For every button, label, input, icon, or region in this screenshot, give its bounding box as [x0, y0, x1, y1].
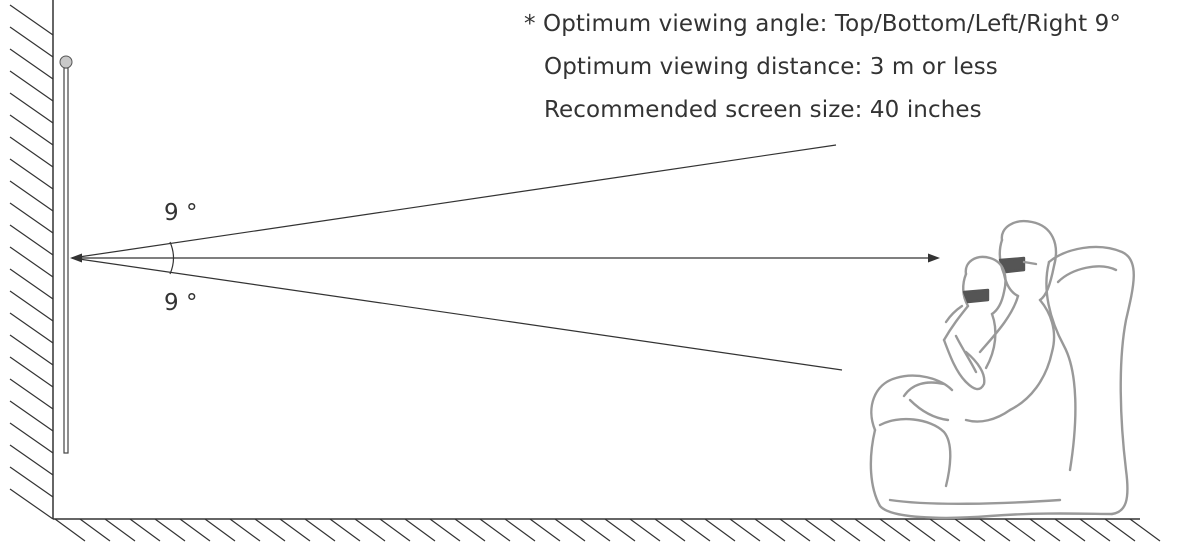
wall-hatch-stroke	[9, 114, 54, 146]
left-arrowhead	[70, 253, 82, 263]
floor-hatch-stroke	[429, 518, 461, 542]
floor-hatch-stroke	[1079, 518, 1111, 542]
note-screen-size: Recommended screen size: 40 inches	[544, 97, 982, 123]
floor-hatch-stroke	[104, 518, 136, 542]
floor-hatch-stroke	[654, 518, 686, 542]
floor-hatch-stroke	[754, 518, 786, 542]
floor-hatching	[54, 518, 1161, 542]
wall-hatch-stroke	[9, 488, 54, 520]
wall-hatch-stroke	[9, 378, 54, 410]
wall-hatch-stroke	[9, 334, 54, 366]
floor-hatch-stroke	[354, 518, 386, 542]
floor-hatch-stroke	[979, 518, 1011, 542]
floor-hatch-stroke	[954, 518, 986, 542]
floor-hatch-stroke	[829, 518, 861, 542]
floor-hatch-stroke	[379, 518, 411, 542]
right-arrowhead	[928, 253, 940, 263]
wall-hatch-stroke	[9, 268, 54, 300]
floor-hatch-stroke	[554, 518, 586, 542]
viewers-armchair-illustration	[869, 219, 1135, 520]
floor-hatch-stroke	[404, 518, 436, 542]
floor-hatch-stroke	[929, 518, 961, 542]
wall-hatch-stroke	[9, 4, 54, 36]
floor-hatch-stroke	[1129, 518, 1161, 542]
wall-hatch-stroke	[9, 246, 54, 278]
lower-angle-label: 9 °	[164, 290, 198, 316]
floor-hatch-stroke	[1004, 518, 1036, 542]
floor-hatch-stroke	[154, 518, 186, 542]
wall-hatch-stroke	[9, 224, 54, 256]
floor-hatch-stroke	[329, 518, 361, 542]
wall-hatch-stroke	[9, 26, 54, 58]
wall-hatch-stroke	[9, 466, 54, 498]
floor-hatch-stroke	[1104, 518, 1136, 542]
wall-hatch-stroke	[9, 356, 54, 388]
tv-knob	[59, 55, 73, 69]
note-viewing-angle: * Optimum viewing angle: Top/Bottom/Left…	[524, 11, 1121, 37]
floor-hatch-stroke	[579, 518, 611, 542]
floor-hatch-stroke	[904, 518, 936, 542]
floor-hatch-stroke	[454, 518, 486, 542]
wall-hatch-stroke	[9, 180, 54, 212]
floor-hatch-stroke	[1054, 518, 1086, 542]
floor-hatch-stroke	[204, 518, 236, 542]
wall-hatch-stroke	[9, 312, 54, 344]
floor-hatch-stroke	[179, 518, 211, 542]
wall-hatch-stroke	[9, 202, 54, 234]
wall-hatch-stroke	[9, 422, 54, 454]
floor-hatch-stroke	[804, 518, 836, 542]
floor-hatch-stroke	[304, 518, 336, 542]
note-viewing-distance: Optimum viewing distance: 3 m or less	[544, 54, 998, 80]
floor-hatch-stroke	[279, 518, 311, 542]
wall-hatch-stroke	[9, 290, 54, 322]
wall-hatch-stroke	[9, 136, 54, 168]
angle-arc	[169, 241, 175, 275]
floor-hatch-stroke	[879, 518, 911, 542]
floor-hatch-stroke	[679, 518, 711, 542]
wall-hatch-stroke	[9, 92, 54, 124]
floor-hatch-stroke	[529, 518, 561, 542]
floor-hatch-stroke	[54, 518, 86, 542]
floor-hatch-stroke	[729, 518, 761, 542]
floor-hatch-stroke	[479, 518, 511, 542]
wall-hatch-stroke	[9, 48, 54, 80]
floor-hatch-stroke	[254, 518, 286, 542]
floor-hatch-stroke	[129, 518, 161, 542]
wall-hatch-stroke	[9, 400, 54, 432]
upper-angle-label: 9 °	[164, 200, 198, 226]
floor-hatch-stroke	[229, 518, 261, 542]
floor-hatch-stroke	[1029, 518, 1061, 542]
lower-angle-line	[71, 257, 843, 371]
floor-hatch-stroke	[504, 518, 536, 542]
wall-hatch-stroke	[9, 158, 54, 190]
wall-hatching	[9, 4, 54, 520]
floor-hatch-stroke	[604, 518, 636, 542]
floor-hatch-stroke	[704, 518, 736, 542]
floor-hatch-stroke	[629, 518, 661, 542]
tv-screen	[59, 55, 73, 454]
wall-hatch-stroke	[9, 70, 54, 102]
floor-hatch-stroke	[854, 518, 886, 542]
wall-hatch-stroke	[9, 444, 54, 476]
floor-hatch-stroke	[79, 518, 111, 542]
floor-hatch-stroke	[779, 518, 811, 542]
upper-angle-line	[71, 144, 837, 259]
